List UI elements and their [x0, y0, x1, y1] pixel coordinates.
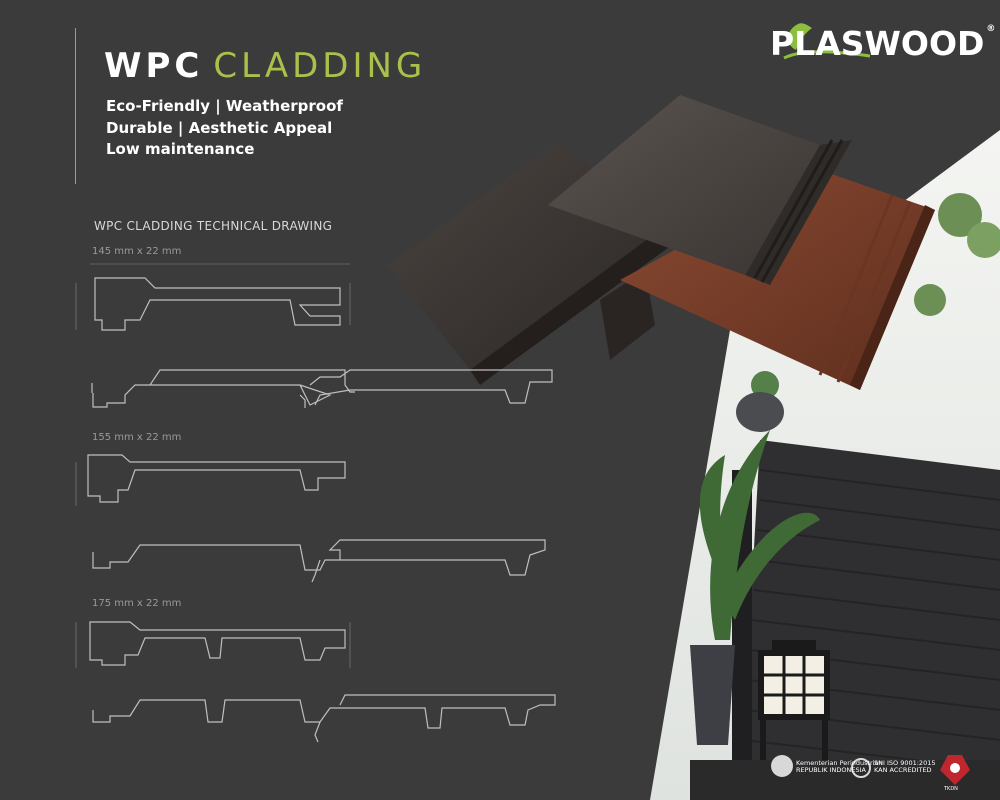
profile-label: 145 mm x 22 mm	[92, 246, 182, 257]
cert-badges	[771, 755, 970, 785]
hanging-pot	[736, 392, 784, 432]
brand-logo: PLASWOOD®	[770, 24, 995, 63]
cert-name: TKDN	[944, 786, 958, 792]
profile-label: 155 mm x 22 mm	[92, 432, 182, 443]
cert-sub: REPUBLIK INDONESIA	[796, 766, 866, 774]
technical-drawing-title: WPC CLADDING TECHNICAL DRAWING	[94, 219, 333, 233]
cert-iso: SNI ISO 9001:2015 KAN ACCREDITED	[874, 760, 935, 774]
profile-175-pair	[92, 694, 556, 743]
feature-line: Eco-Friendly | Weatherproof	[106, 97, 343, 115]
profile-155-pair	[92, 539, 546, 583]
brand-name: PLASWOOD	[770, 24, 985, 63]
profile-145-dimension	[94, 277, 341, 331]
technical-drawing-lines	[75, 263, 556, 743]
feature-line: Low maintenance	[106, 140, 255, 158]
title-divider	[75, 28, 76, 184]
registered-mark: ®	[986, 24, 996, 34]
profile-155-dimension	[87, 454, 346, 503]
title-bold: WPC	[104, 46, 204, 86]
cert-tkdn: TKDN	[944, 786, 958, 793]
plant-leaves	[699, 193, 1000, 640]
feature-list: Eco-Friendly | Weatherproof Durable | Ae…	[106, 96, 343, 161]
profile-145-pair	[91, 369, 553, 408]
profile-175-dimension	[89, 621, 346, 666]
cert-name: Kementerian Perindustrian	[796, 759, 883, 767]
lantern	[758, 640, 830, 770]
profile-label: 175 mm x 22 mm	[92, 598, 182, 609]
logo-leaf-icon	[783, 23, 871, 60]
feature-line: Durable | Aesthetic Appeal	[106, 118, 333, 137]
product-board-brown	[620, 170, 935, 390]
fence-panel	[740, 440, 1000, 800]
title-accent: CLADDING	[213, 46, 427, 86]
cert-kemenperin: Kementerian Perindustrian REPUBLIK INDON…	[796, 760, 883, 774]
cert-name: SNI ISO 9001:2015	[874, 759, 936, 767]
product-board-grey	[548, 95, 852, 285]
cert-sub: KAN ACCREDITED	[874, 766, 932, 774]
planter-pot	[690, 645, 735, 745]
